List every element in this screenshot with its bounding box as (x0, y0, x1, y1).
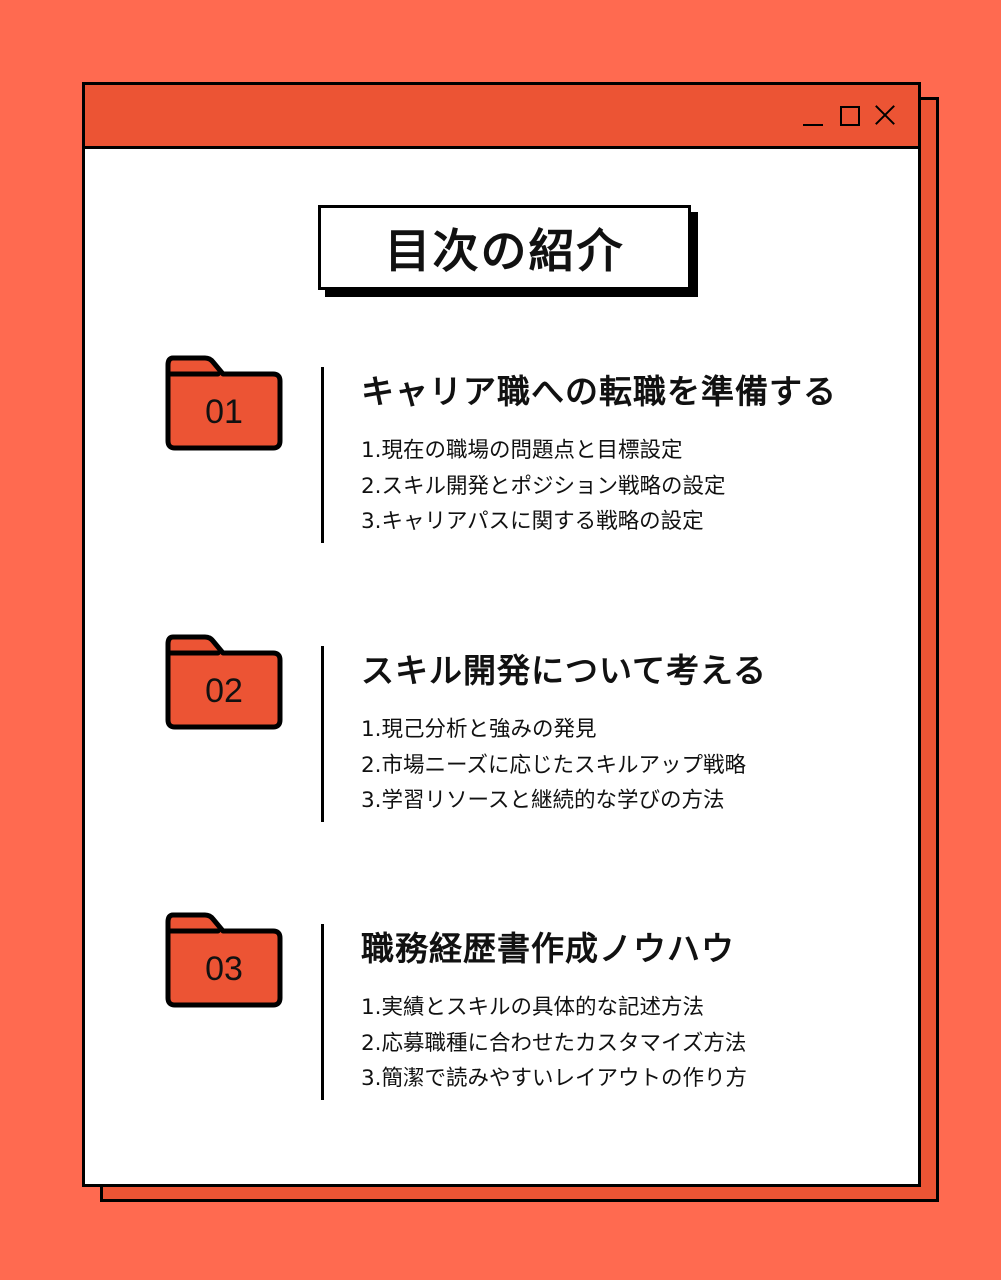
section-number: 03 (205, 950, 243, 988)
page-title: 目次の紹介 (318, 205, 691, 290)
list-item: 1.実績とスキルの具体的な記述方法 (361, 995, 705, 1020)
page-title-box: 目次の紹介 (318, 205, 698, 297)
list-item: 2.市場ニーズに応じたスキルアップ戦略 (361, 752, 746, 778)
section-title: 職務経歴書作成ノウハウ (361, 929, 735, 968)
folder-icon: 02 (165, 634, 283, 730)
divider (321, 646, 324, 822)
list-item: 1.現在の職場の問題点と目標設定 (361, 438, 683, 463)
section-number: 01 (205, 393, 243, 431)
divider (321, 367, 324, 543)
section-items: 1.現在の職場の問題点と目標設定 2.スキル開発とポジション戦略の設定 3.キャ… (361, 433, 726, 540)
window-titlebar (85, 85, 918, 149)
section-title: キャリア職への転職を準備する (361, 372, 837, 411)
folder-icon: 01 (165, 355, 283, 451)
section-items: 1.実績とスキルの具体的な記述方法 2.応募職種に合わせたカスタマイズ方法 3.… (361, 990, 747, 1097)
list-item: 3.キャリアパスに関する戦略の設定 (361, 509, 704, 534)
list-item: 2.スキル開発とポジション戦略の設定 (361, 473, 726, 499)
toc-section-1: 01 キャリア職への転職を準備する 1.現在の職場の問題点と目標設定 2.スキル… (85, 355, 918, 543)
maximize-icon[interactable] (838, 105, 860, 127)
list-item: 2.応募職種に合わせたカスタマイズ方法 (361, 1030, 747, 1056)
folder-icon: 03 (165, 912, 283, 1008)
toc-section-2: 02 スキル開発について考える 1.現己分析と強みの発見 2.市場ニーズに応じた… (85, 634, 918, 822)
window-controls (802, 105, 896, 127)
section-number: 02 (205, 672, 243, 710)
list-item: 1.現己分析と強みの発見 (361, 717, 597, 742)
list-item: 3.簡潔で読みやすいレイアウトの作り方 (361, 1066, 748, 1091)
toc-section-3: 03 職務経歴書作成ノウハウ 1.実績とスキルの具体的な記述方法 2.応募職種に… (85, 912, 918, 1100)
section-title: スキル開発について考える (361, 651, 768, 690)
list-item: 3.学習リソースと継続的な学びの方法 (361, 788, 725, 813)
section-items: 1.現己分析と強みの発見 2.市場ニーズに応じたスキルアップ戦略 3.学習リソー… (361, 712, 746, 819)
close-icon[interactable] (874, 105, 896, 127)
window: 目次の紹介 01 キャリア職への転職を準備する 1.現在の職場の問題点と目標設定… (82, 82, 921, 1187)
divider (321, 924, 324, 1100)
minimize-icon[interactable] (802, 105, 824, 127)
